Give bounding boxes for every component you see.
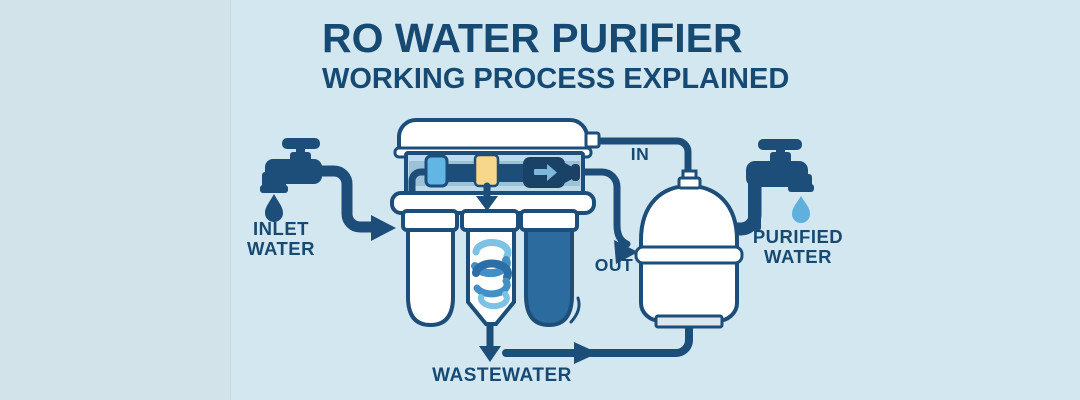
flow-arrow-icon xyxy=(547,164,557,181)
purified-faucet-icon xyxy=(746,139,814,230)
membrane-feed-pipe xyxy=(408,168,432,198)
flow-arrow-icon xyxy=(574,342,598,364)
flow-arrow-icon xyxy=(476,196,498,211)
wastewater-pipe xyxy=(479,321,693,364)
tank-out-pipe xyxy=(577,168,638,264)
cartridge-cap xyxy=(401,209,459,232)
water-drop-icon xyxy=(792,196,810,223)
wastewater-label: WASTEWATER xyxy=(432,365,572,386)
tank-band xyxy=(634,245,744,265)
title-block: RO WATER PURIFIER WORKING PROCESS EXPLAI… xyxy=(322,15,790,96)
flow-arrow-icon xyxy=(371,215,396,241)
page-title: RO WATER PURIFIER xyxy=(322,15,743,61)
inlet-pipe xyxy=(310,165,396,241)
cartridge-cap xyxy=(519,209,579,232)
cartridge-edge-line xyxy=(569,296,581,324)
water-drop-icon xyxy=(265,194,283,222)
in-label: IN xyxy=(630,144,650,164)
out-label: OUT xyxy=(594,255,634,275)
purified-water-label: PURIFIED WATER xyxy=(752,226,844,267)
ro-filter-unit-icon xyxy=(390,118,601,328)
membrane-center-port xyxy=(473,153,500,188)
tank-in-pipe xyxy=(594,137,692,178)
flow-arrow-icon xyxy=(479,346,501,362)
flow-arrow-icon xyxy=(614,240,638,264)
sediment-filter-cartridge xyxy=(406,228,455,328)
tank-base xyxy=(654,314,724,329)
inlet-faucet-icon xyxy=(260,138,322,193)
ro-membrane-icon xyxy=(424,153,580,188)
page-subtitle: WORKING PROCESS EXPLAINED xyxy=(322,62,790,95)
filter-coil-icon xyxy=(471,239,512,310)
carbon-filter-cartridge xyxy=(524,228,574,328)
tank-top-collar xyxy=(677,176,702,190)
background-left-strip xyxy=(0,0,231,400)
membrane-inlet-port xyxy=(424,154,449,188)
inlet-water-label: INLET WATER xyxy=(247,218,315,259)
head-outlet-fitting xyxy=(584,131,601,149)
cartridge-cap xyxy=(460,209,520,232)
storage-tank-icon xyxy=(634,169,744,329)
down-flow-arrow xyxy=(476,182,498,211)
